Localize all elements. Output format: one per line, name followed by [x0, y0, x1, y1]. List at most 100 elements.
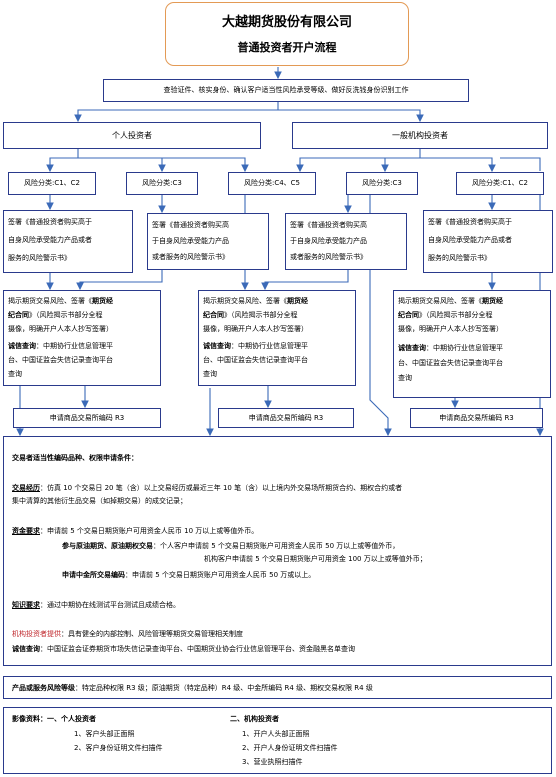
flow-title: 普通投资者开户流程 — [237, 41, 337, 54]
sign-warning-box-2: 签署《普通投资者购买高 于自身风险承受能力产品 或者服务的风险警示书》 — [147, 213, 269, 270]
verify-step-box: 查验证件、核实身份、确认客户适当性风险承受等级、做好反洗钱身份识别工作 — [103, 79, 469, 102]
institution-investor-box: 一般机构投资者 — [292, 122, 548, 149]
disclosure-text: ：中期协行业信息管理平 — [426, 344, 503, 352]
knowledge-text: ：通过中期协在线测试平台测试且成绩合格。 — [40, 601, 180, 609]
disclosure-text: 》（风险揭示书部分全程 — [29, 311, 103, 319]
credit-check-label: 诚信查询 — [8, 342, 36, 350]
image-docs-box: 影像资料：一、个人投资者 1、客户头部正面照 2、客户身份证明文件扫描件 二、机… — [3, 707, 552, 774]
institution-investor-label: 一般机构投资者 — [392, 131, 448, 140]
crude-oil-text: ：个人客户申请前 5 个交易日期货账户可用资金人民币 50 万以上或等值外币， — [153, 542, 400, 550]
risk-level-label: 产品或服务风险等级 — [12, 684, 75, 692]
risk-level-box: 产品或服务风险等级：特定品种权限 R3 级；原油期货（特定品种）R4 级、中金所… — [3, 676, 552, 699]
institution-provide-label: 机构投资者提供 — [12, 630, 61, 638]
verify-step-text: 查验证件、核实身份、确认客户适当性风险承受等级、做好反洗钱身份识别工作 — [163, 86, 409, 94]
risk-class-label: 风险分类:C1、C2 — [23, 179, 81, 187]
sign-warning-line: 于自身风险承受能力产品 — [290, 237, 367, 245]
institution-provide-text: ：具有健全的内部控制、风险管理等期货交易管理相关制度 — [61, 630, 243, 638]
conditions-header: 交易者适当性编码品种、权限申请条件： — [12, 454, 138, 462]
sign-warning-line: 签署《普通投资者购买高于 — [8, 218, 92, 226]
risk-class-label: 风险分类:C3 — [362, 179, 402, 187]
title-box: 大越期货股份有限公司 普通投资者开户流程 — [165, 2, 409, 66]
company-name: 大越期货股份有限公司 — [221, 15, 352, 30]
knowledge-label: 知识要求 — [12, 601, 40, 609]
disclosure-text: 摄像，明确开户人本人抄写签署） — [203, 325, 308, 333]
disclosure-text: 查询 — [203, 370, 217, 378]
sign-warning-line: 签署《普通投资者购买高于 — [428, 218, 512, 226]
disclosure-text: 揭示期货交易风险、签署《 — [8, 297, 92, 305]
apply-code-label: 申请商品交易所编码 R3 — [439, 414, 514, 422]
individual-investor-label: 个人投资者 — [112, 131, 152, 140]
cffex-code-text: ：申请前 5 个交易日期货账户可用资金人民币 50 万或以上。 — [125, 571, 316, 579]
disclosure-text: ：中期协行业信息管理平 — [231, 342, 308, 350]
risk-class-label: 风险分类:C1、C2 — [471, 179, 529, 187]
sign-warning-box-3: 签署《普通投资者购买高 于自身风险承受能力产品 或者服务的风险警示书》 — [285, 213, 407, 270]
sign-warning-line: 或者服务的风险警示书》 — [290, 253, 367, 261]
risk-class-label: 风险分类:C4、C5 — [243, 179, 301, 187]
contract-name: 期货经 — [92, 297, 113, 305]
fund-requirement-text: ：申请前 5 个交易日期货账户可用资金人民币 10 万以上或等值外币。 — [40, 527, 259, 535]
conditions-box: 交易者适当性编码品种、权限申请条件： 交易经历：仿真 10 个交易日 20 笔（… — [3, 436, 552, 666]
sign-warning-line: 签署《普通投资者购买高 — [152, 221, 229, 229]
credit-check-text: ：中国证监会证券期货市场失信记录查询平台、中国期货业协会行业信息管理平台、资金融… — [40, 645, 355, 653]
cffex-code-label: 申请中金所交易编码 — [62, 571, 125, 579]
sign-warning-line: 服务的风险警示书》 — [428, 254, 491, 262]
sign-warning-box-1: 签署《普通投资者购买高于 自身风险承受能力产品或者 服务的风险警示书》 — [3, 210, 133, 273]
individual-doc-item: 1、客户头部正面照 — [74, 730, 135, 738]
institution-docs-title: 二、机构投资者 — [230, 715, 279, 723]
apply-code-box-3: 申请商品交易所编码 R3 — [410, 408, 543, 428]
institution-doc-item: 2、开户人身份证明文件扫描件 — [242, 744, 338, 752]
risk-class-c1c2-right: 风险分类:C1、C2 — [456, 172, 544, 195]
risk-class-c4c5: 风险分类:C4、C5 — [228, 172, 316, 195]
image-docs-label: 影像资料 — [12, 715, 40, 723]
experience-label: 交易经历 — [12, 484, 40, 492]
disclosure-text: 摄像，明确开户人本人抄写签署） — [398, 325, 503, 333]
apply-code-box-2: 申请商品交易所编码 R3 — [218, 408, 354, 428]
experience-text: ：仿真 10 个交易日 20 笔（含）以上交易经历或最近三年 10 笔（含）以上… — [40, 484, 403, 492]
individual-doc-item: 2、客户身份证明文件扫描件 — [74, 744, 163, 752]
contract-name: 期货经 — [287, 297, 308, 305]
apply-code-label: 申请商品交易所编码 R3 — [49, 414, 125, 422]
fund-requirement-label: 资金要求 — [12, 527, 40, 535]
risk-class-c1c2-left: 风险分类:C1、C2 — [8, 172, 96, 195]
apply-code-label: 申请商品交易所编码 R3 — [248, 414, 324, 422]
disclosure-box-3: 揭示期货交易风险、签署《期货经 纪合同》（风险揭示书部分全程 摄像，明确开户人本… — [393, 290, 551, 398]
risk-level-text: ：特定品种权限 R3 级；原油期货（特定品种）R4 级、中金所编码 R4 级、期… — [75, 684, 373, 692]
disclosure-text: 》（风险揭示书部分全程 — [419, 311, 493, 319]
sign-warning-line: 签署《普通投资者购买高 — [290, 221, 367, 229]
institution-doc-item: 3、营业执照扫描件 — [242, 758, 303, 766]
disclosure-text: 台、中国证监会失信记录查询平台 — [203, 356, 308, 364]
disclosure-box-1: 揭示期货交易风险、签署《期货经 纪合同》（风险揭示书部分全程 摄像，明确开户人本… — [3, 290, 161, 386]
disclosure-text: 台、中国证监会失信记录查询平台 — [398, 359, 503, 367]
contract-name: 纪合同 — [8, 311, 29, 319]
risk-class-c3-right: 风险分类:C3 — [346, 172, 418, 195]
sign-warning-line: 或者服务的风险警示书》 — [152, 253, 229, 261]
disclosure-text: 》（风险揭示书部分全程 — [224, 311, 298, 319]
risk-class-c3-left: 风险分类:C3 — [126, 172, 198, 195]
disclosure-text: 揭示期货交易风险、签署《 — [398, 297, 482, 305]
credit-check-label: 诚信查询 — [203, 342, 231, 350]
sign-warning-line: 自身风险承受能力产品或者 — [428, 236, 512, 244]
credit-check-label: 诚信查询 — [12, 645, 40, 653]
individual-investor-box: 个人投资者 — [3, 122, 261, 149]
disclosure-text: 摄像，明确开户人本人抄写签署） — [8, 325, 113, 333]
credit-check-label: 诚信查询 — [398, 344, 426, 352]
sign-warning-line: 自身风险承受能力产品或者 — [8, 236, 92, 244]
disclosure-text: ：中期协行业信息管理平 — [36, 342, 113, 350]
crude-oil-label: 参与原油期货、原油期权交易 — [62, 542, 153, 550]
disclosure-text: 查询 — [8, 370, 22, 378]
contract-name: 期货经 — [482, 297, 503, 305]
contract-name: 纪合同 — [203, 311, 224, 319]
apply-code-box-1: 申请商品交易所编码 R3 — [13, 408, 161, 428]
sign-warning-line: 于自身风险承受能力产品 — [152, 237, 229, 245]
disclosure-text: 台、中国证监会失信记录查询平台 — [8, 356, 113, 364]
risk-class-label: 风险分类:C3 — [142, 179, 182, 187]
contract-name: 纪合同 — [398, 311, 419, 319]
disclosure-text: 查询 — [398, 374, 412, 382]
disclosure-text: 揭示期货交易风险、签署《 — [203, 297, 287, 305]
experience-text: 集中清算的其他衍生品交易（如掉期交易）的成交记录； — [12, 497, 187, 505]
sign-warning-box-4: 签署《普通投资者购买高于 自身风险承受能力产品或者 服务的风险警示书》 — [423, 210, 553, 273]
individual-docs-title: ：一、个人投资者 — [40, 715, 96, 723]
crude-oil-text: 机构客户申请前 5 个交易日期货账户可用资金 100 万以上或等值外币； — [204, 555, 427, 563]
sign-warning-line: 服务的风险警示书》 — [8, 254, 71, 262]
disclosure-box-2: 揭示期货交易风险、签署《期货经 纪合同》（风险揭示书部分全程 摄像，明确开户人本… — [198, 290, 356, 386]
